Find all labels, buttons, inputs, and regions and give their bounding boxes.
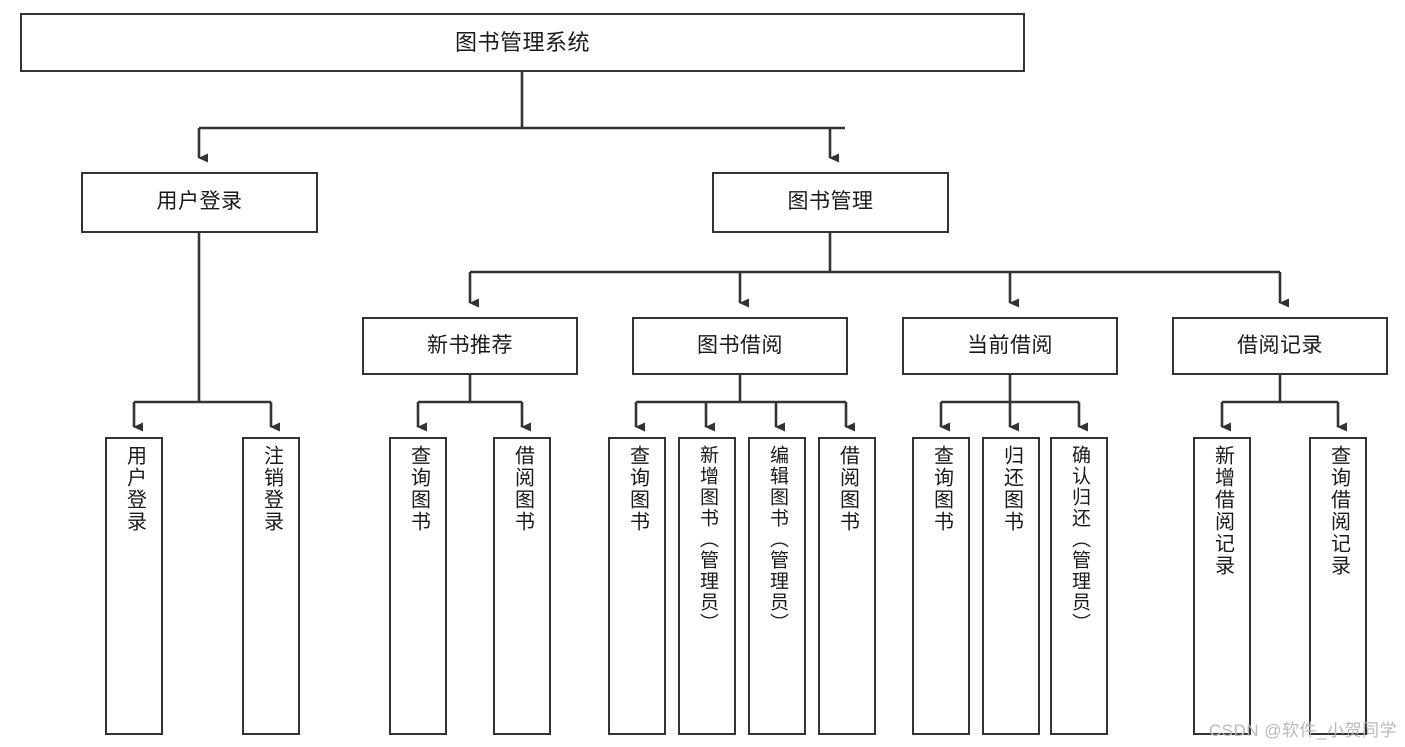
- node-label: 借阅记录: [1237, 333, 1323, 357]
- node-book-borrowing[interactable]: 图书借阅: [632, 317, 848, 375]
- leaf-borrow-books[interactable]: 借阅图书: [818, 437, 876, 735]
- node-label: 用户登录: [123, 445, 146, 533]
- node-label: 查询图书: [407, 445, 430, 533]
- leaf-return-books[interactable]: 归还图书: [982, 437, 1040, 735]
- leaf-add-borrow-record[interactable]: 新增借阅记录: [1193, 437, 1251, 735]
- leaf-logout[interactable]: 注销登录: [242, 437, 300, 735]
- node-current-borrowing[interactable]: 当前借阅: [902, 317, 1118, 375]
- leaf-borrow-books-new[interactable]: 借阅图书: [493, 437, 551, 735]
- node-label: 新书推荐: [427, 333, 513, 357]
- node-label: 借阅图书: [836, 445, 859, 533]
- leaf-user-login[interactable]: 用户登录: [105, 437, 163, 735]
- node-book-management[interactable]: 图书管理: [712, 172, 949, 233]
- leaf-query-borrow-record[interactable]: 查询借阅记录: [1309, 437, 1367, 735]
- node-label: 查询图书: [626, 445, 649, 533]
- node-label: 新增图书（管理员）: [696, 445, 718, 634]
- leaf-confirm-return-admin[interactable]: 确认归还（管理员）: [1050, 437, 1108, 735]
- watermark-credit: CSDN @软件_小贺同学: [1208, 721, 1397, 740]
- node-label: 当前借阅: [967, 333, 1053, 357]
- node-label: 新增借阅记录: [1211, 445, 1234, 577]
- node-new-book-recommendation[interactable]: 新书推荐: [362, 317, 578, 375]
- node-root-book-management-system[interactable]: 图书管理系统: [20, 13, 1025, 72]
- leaf-query-books-current[interactable]: 查询图书: [912, 437, 970, 735]
- node-label: 图书管理: [787, 190, 874, 214]
- node-user-login[interactable]: 用户登录: [81, 172, 318, 233]
- node-label: 确认归还（管理员）: [1068, 445, 1090, 634]
- node-label: 用户登录: [156, 190, 243, 214]
- node-borrowing-record[interactable]: 借阅记录: [1172, 317, 1388, 375]
- leaf-edit-book-admin[interactable]: 编辑图书（管理员）: [748, 437, 806, 735]
- node-label: 归还图书: [1000, 445, 1023, 533]
- node-label: 借阅图书: [511, 445, 534, 533]
- node-label: 查询借阅记录: [1327, 445, 1350, 577]
- node-label: 注销登录: [260, 445, 283, 533]
- leaf-query-books-borrow[interactable]: 查询图书: [608, 437, 666, 735]
- node-label: 图书借阅: [697, 333, 783, 357]
- leaf-add-book-admin[interactable]: 新增图书（管理员）: [678, 437, 736, 735]
- node-label: 图书管理系统: [454, 29, 590, 55]
- node-label: 编辑图书（管理员）: [766, 445, 788, 634]
- node-label: 查询图书: [930, 445, 953, 533]
- leaf-query-books-new[interactable]: 查询图书: [389, 437, 447, 735]
